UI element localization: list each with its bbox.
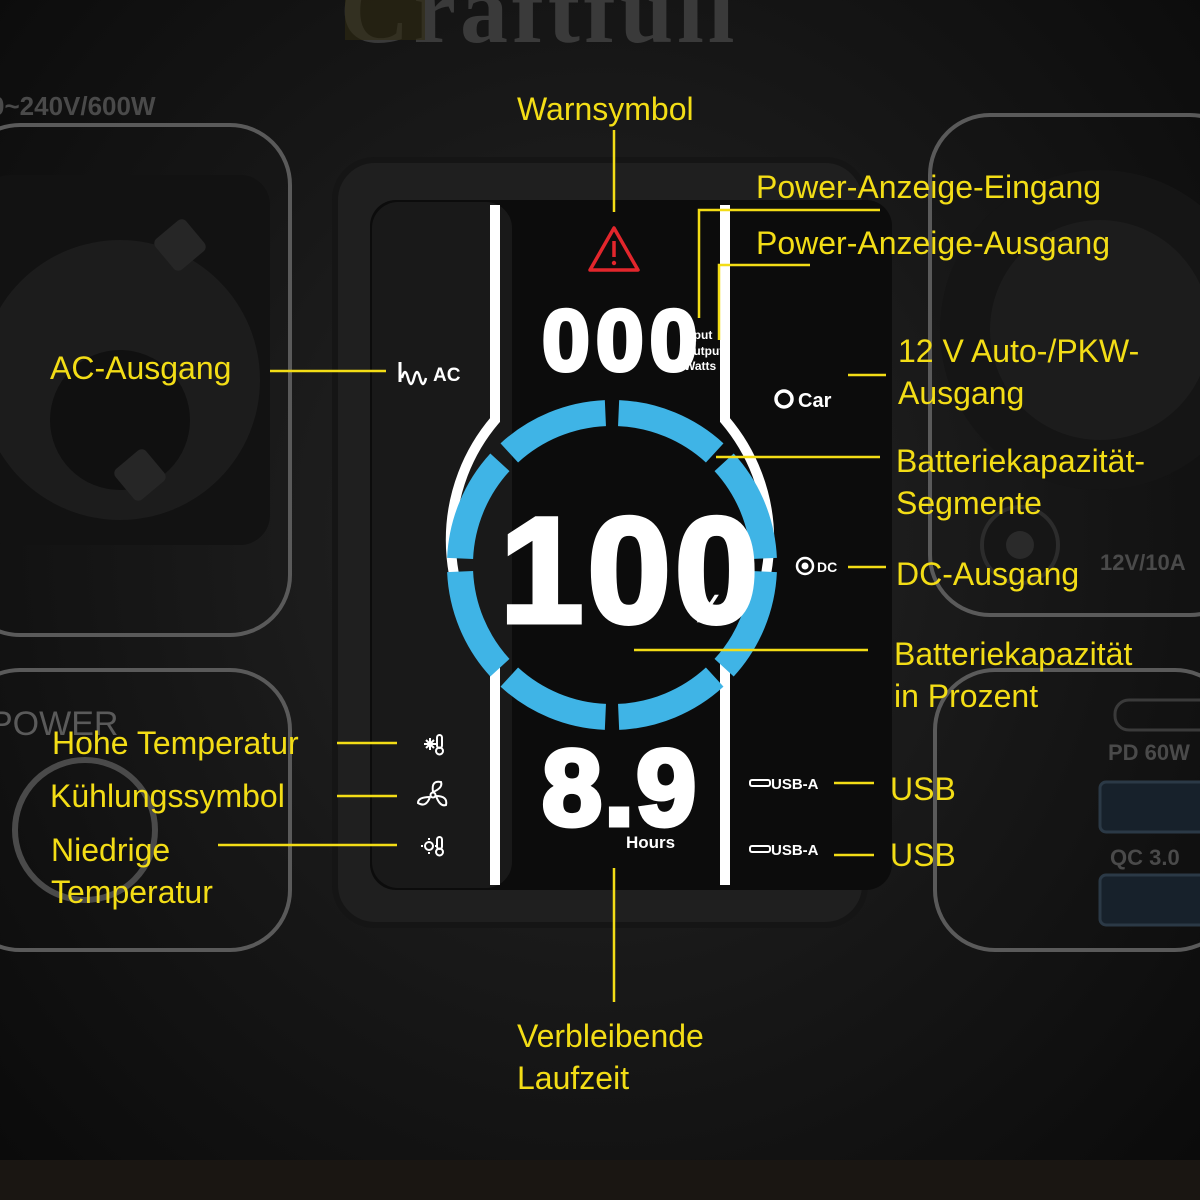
leader-power-input (697, 208, 880, 318)
qc-print: QC 3.0 (1110, 845, 1180, 870)
battery-ring-segment (500, 667, 607, 730)
label-low-temp-2: Temperatur (51, 874, 213, 910)
ac-label: AC (433, 365, 461, 386)
power-print: POWER (0, 705, 118, 743)
label-high-temp: Hohe Temperatur (52, 725, 299, 761)
battery-ring (447, 400, 777, 730)
fan-icon (416, 780, 448, 807)
label-battery-segments-2: Segmente (896, 485, 1042, 521)
output-label: Output (684, 344, 723, 358)
dc-port-icon (795, 556, 815, 576)
hours-label: Hours (626, 833, 675, 852)
label-warning-symbol: Warnsymbol (517, 91, 694, 127)
ac-rating-print: 0~240V/600W (0, 91, 156, 121)
battery-ring-segment (447, 453, 510, 560)
label-car-output-1: 12 V Auto-/PKW- (898, 333, 1140, 369)
leader-power-output (717, 263, 810, 340)
label-car-output-2: Ausgang (898, 375, 1025, 411)
car-port-icon (774, 389, 794, 409)
runtime-value: 8.9 (542, 727, 698, 848)
car-socket-frame (928, 113, 1200, 617)
sun-thermometer-icon (421, 836, 444, 857)
label-dc-output: DC-Ausgang (896, 556, 1080, 592)
ac-socket-frame (0, 123, 292, 637)
label-battery-percent-2: in Prozent (894, 678, 1039, 714)
battery-ring-segment (617, 400, 724, 463)
label-runtime-1: Verbleibende (517, 1018, 704, 1054)
percent-sign: % (690, 587, 726, 631)
car-label: Car (798, 390, 832, 412)
battery-ring-segment (714, 570, 777, 677)
snowflake-thermometer-icon (424, 734, 444, 756)
pd-print: PD 60W (1108, 740, 1190, 765)
lcd-screen (370, 200, 892, 890)
watts-value: 000 (542, 293, 704, 389)
usb-a-label-2: USB-A (771, 842, 819, 859)
label-ac-output: AC-Ausgang (50, 350, 232, 386)
battery-ring-segment (617, 667, 724, 730)
percent-value: 100 (500, 486, 762, 654)
usb-a-label-1: USB-A (771, 776, 819, 793)
label-low-temp-1: Niedrige (51, 832, 171, 868)
watts-label: Watts (684, 359, 717, 373)
usb-port-frame (933, 668, 1200, 952)
power-button-frame (0, 668, 292, 952)
leader-lines (218, 130, 886, 1002)
usb-icon (749, 779, 771, 787)
warning-icon (588, 226, 640, 272)
dc-rating-print: 12V/10A (1100, 550, 1186, 575)
input-label: Input (683, 328, 712, 342)
battery-ring-segment (447, 570, 510, 677)
battery-ring-segment (714, 453, 777, 560)
label-usb-2: USB (890, 837, 956, 873)
power-button (12, 757, 158, 903)
label-runtime-2: Laufzeit (517, 1060, 630, 1096)
ac-wave-icon (398, 362, 428, 386)
label-power-input: Power-Anzeige-Eingang (756, 169, 1102, 205)
label-usb-1: USB (890, 771, 956, 807)
label-battery-percent-1: Batteriekapazität (894, 636, 1133, 672)
label-cooling: Kühlungssymbol (50, 778, 285, 814)
dc-label: DC (817, 559, 837, 575)
usb-icon (749, 845, 771, 853)
label-battery-segments-1: Batteriekapazität- (896, 443, 1146, 479)
battery-ring-segment (500, 400, 607, 463)
label-power-output: Power-Anzeige-Ausgang (756, 225, 1110, 261)
